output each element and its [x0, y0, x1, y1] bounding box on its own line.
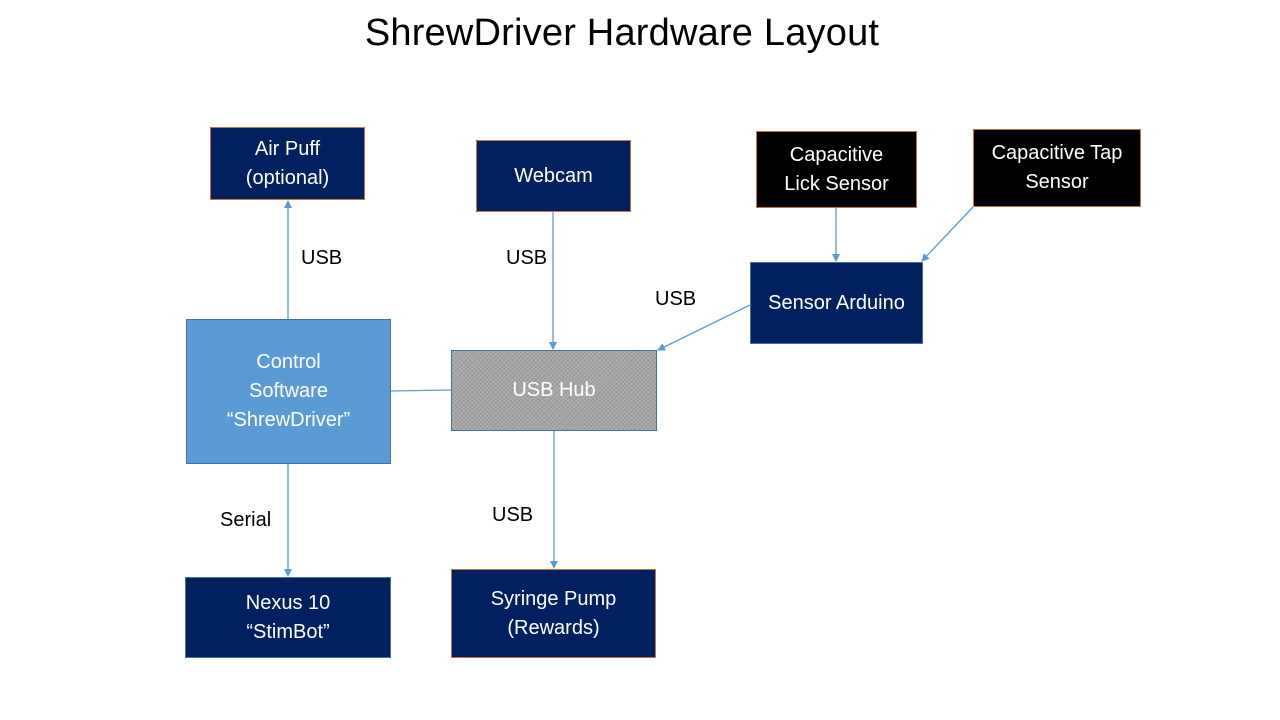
node-nexus-line-1: Nexus 10	[245, 591, 331, 614]
node-syringe-pump-line-1: Syringe Pump	[490, 587, 617, 610]
node-lick-sensor-line-2: Lick Sensor	[784, 172, 889, 195]
edge-label-arduino-to-hub: USB	[655, 288, 697, 310]
node-air-puff-line-1: Air Puff	[254, 137, 321, 160]
node-usb-hub-line-1: USB Hub	[512, 379, 596, 401]
edge-label-hub-to-pump: USB	[492, 504, 534, 526]
node-tap-sensor-line-2: Sensor	[1025, 171, 1089, 193]
node-lick-sensor-line-1: Capacitive	[789, 143, 884, 166]
node-control-software-line-1: Control	[256, 351, 321, 373]
diagram-title: ShrewDriver Hardware Layout	[364, 12, 880, 54]
connector-arduino-to-hub	[657, 304, 751, 351]
node-nexus: Nexus 10 “StimBot”	[185, 577, 391, 658]
node-air-puff-line-2: (optional)	[245, 166, 330, 189]
node-control-software-line-2: Software	[249, 380, 328, 402]
node-control-software-line-3: “ShrewDriver”	[226, 409, 351, 431]
connector-tap-to-arduino	[921, 206, 974, 262]
edge-label-control-to-nexus: Serial	[220, 509, 272, 531]
connector-control-to-hub	[389, 389, 452, 392]
node-sensor-arduino: Sensor Arduino	[750, 262, 923, 344]
node-nexus-line-2: “StimBot”	[246, 620, 330, 643]
edge-label-webcam-to-hub: USB	[506, 247, 548, 269]
node-usb-hub: USB Hub	[451, 350, 657, 431]
edge-label-control-to-airpuff: USB	[301, 247, 343, 269]
node-syringe-pump-line-2: (Rewards)	[507, 616, 600, 639]
node-syringe-pump: Syringe Pump (Rewards)	[451, 569, 656, 658]
node-air-puff: Air Puff (optional)	[210, 127, 365, 200]
node-webcam-line-1: Webcam	[514, 164, 593, 187]
node-tap-sensor-line-1: Capacitive Tap	[991, 142, 1123, 164]
node-control-software: Control Software “ShrewDriver”	[186, 319, 391, 464]
node-webcam: Webcam	[476, 140, 631, 212]
node-tap-sensor: Capacitive Tap Sensor	[973, 129, 1141, 207]
node-lick-sensor: Capacitive Lick Sensor	[756, 131, 917, 208]
node-sensor-arduino-line-1: Sensor Arduino	[768, 291, 905, 314]
